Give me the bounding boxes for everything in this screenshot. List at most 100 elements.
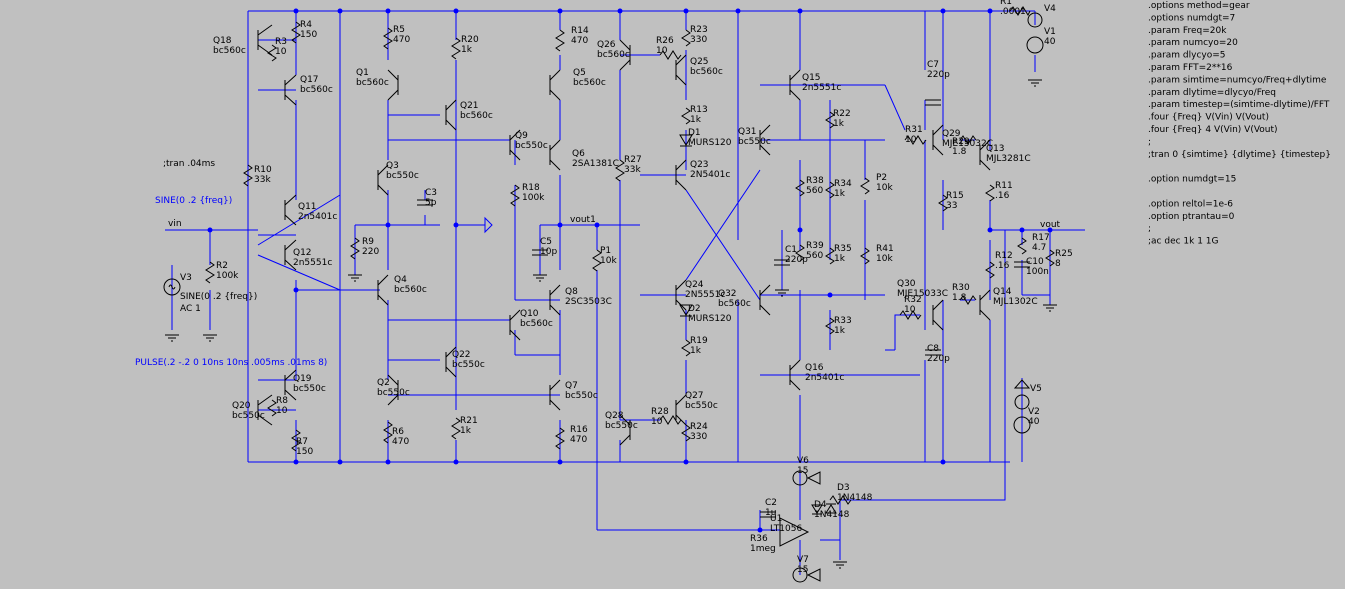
component-name-c5: C5	[540, 237, 552, 247]
component-name-q4: Q4	[394, 275, 407, 285]
component-value-q30: MJE15033C	[897, 289, 948, 299]
component-name-v4: V4	[1044, 4, 1056, 14]
sine-source-label: SINE(0 .2 {freq})	[155, 196, 232, 206]
component-name-r38: R38	[806, 176, 824, 186]
directive-line: .param dlycyo=5	[1148, 51, 1226, 61]
component-value-q2: bc550c	[377, 388, 410, 398]
component-value-q8: 2SC3503C	[565, 297, 612, 307]
component-name-q29: Q29	[942, 129, 961, 139]
component-name-r17: R17	[1032, 233, 1050, 243]
directive-line: ;ac dec 1k 1 1G	[1148, 237, 1219, 247]
component-value-r4: 150	[300, 30, 317, 40]
component-value-r26: 10	[656, 46, 668, 56]
component-name-q2: Q2	[377, 378, 390, 388]
component-value-r8: 10	[276, 406, 288, 416]
component-value-u1: LT1056	[770, 524, 802, 534]
component-name-q23: Q23	[690, 160, 709, 170]
component-name-q14: Q14	[993, 287, 1012, 297]
directive-line: .param numcyo=20	[1148, 38, 1238, 48]
component-value-r3: 10	[275, 47, 287, 57]
component-value-q16: 2n5401c	[805, 373, 844, 383]
spice-directives: .options method=gear.options numdgt=7.pa…	[1148, 1, 1331, 247]
component-value-r41: 10k	[876, 254, 893, 264]
component-value-r22: 1k	[833, 119, 845, 129]
component-value-r39: 560	[806, 251, 823, 261]
component-value-r32: 10	[904, 305, 916, 315]
directive-line: ;	[1148, 224, 1151, 234]
component-value-r36: 1meg	[750, 544, 776, 554]
component-name-d1: D1	[688, 128, 701, 138]
component-name-c1: C1	[785, 245, 797, 255]
component-name-q17: Q17	[300, 75, 319, 85]
component-value-c10: 100n	[1026, 267, 1049, 277]
component-value-q29: MJE15032C	[942, 139, 993, 149]
component-value-q7: bc550c	[565, 391, 598, 401]
component-name-r26: R26	[656, 36, 674, 46]
component-value-c3: 5p	[425, 198, 437, 208]
component-value-r24: 330	[690, 432, 707, 442]
component-name-v7: V7	[797, 555, 809, 565]
component-symbols	[163, 6, 1057, 583]
component-value-r31: 10	[905, 135, 917, 145]
component-name-r11: R11	[995, 181, 1013, 191]
component-value-q11: 2n5401c	[298, 212, 337, 222]
component-name-q18: Q18	[213, 36, 232, 46]
component-value-d1: MURS120	[688, 138, 732, 148]
component-name-q1: Q1	[356, 68, 369, 78]
component-name-r9: R9	[362, 237, 374, 247]
component-name-q12: Q12	[293, 248, 312, 258]
vin-net-label: vin	[168, 219, 182, 229]
component-value-r16: 470	[570, 435, 587, 445]
component-name-v6: V6	[797, 456, 809, 466]
component-value-v2: 40	[1028, 417, 1040, 427]
component-name-p1: P1	[600, 246, 611, 256]
component-value-r29: 1.8	[952, 147, 967, 157]
component-name-r16: R16	[570, 425, 588, 435]
directive-line: .option ptrantau=0	[1148, 212, 1235, 222]
component-name-q31: Q31	[738, 127, 757, 137]
component-value-r6: 470	[392, 437, 409, 447]
component-value-q32: bc560c	[718, 299, 751, 309]
component-value-q26: bc560c	[597, 50, 630, 60]
component-value-q23: 2N5401c	[690, 170, 730, 180]
component-value-r25: 8	[1055, 259, 1061, 269]
wires	[165, 10, 1085, 575]
component-value-q15: 2n5551c	[802, 83, 841, 93]
component-name-q9: Q9	[515, 131, 528, 141]
component-name-c8: C8	[927, 344, 939, 354]
component-name-r5: R5	[393, 25, 405, 35]
component-value-q12: 2n5551c	[293, 258, 332, 268]
component-value-q10: bc560c	[520, 319, 553, 329]
component-name-r35: R35	[834, 244, 852, 254]
component-value-q14: MJL1302C	[993, 297, 1038, 307]
component-name-r29: R29	[952, 137, 970, 147]
component-value-d3: 1N4148	[837, 493, 873, 503]
component-name-r23: R23	[690, 25, 708, 35]
component-value-q24: 2N5551c	[685, 290, 725, 300]
component-value-q18: bc560c	[213, 46, 246, 56]
component-name-d3: D3	[837, 483, 850, 493]
directive-line: .option reltol=1e-6	[1148, 199, 1233, 209]
component-name-r28: R28	[651, 407, 669, 417]
pulse-source-label: PULSE(.2 -.2 0 10ns 10ns .005ms .01ms 8)	[135, 358, 327, 368]
component-name-q32: Q32	[718, 289, 737, 299]
component-value-r27: 33k	[624, 165, 641, 175]
junction-dots	[207, 8, 1053, 533]
component-value-r14: 470	[571, 36, 588, 46]
component-name-r4: R4	[300, 20, 312, 30]
component-value-r1: .0001	[1000, 7, 1026, 17]
component-name-q3: Q3	[386, 161, 399, 171]
component-value-r12: .16	[995, 261, 1010, 271]
component-value-r13: 1k	[690, 115, 702, 125]
component-value-r7: 150	[296, 447, 313, 457]
component-name-q20: Q20	[232, 401, 251, 411]
component-name-u1: U1	[770, 514, 782, 524]
component-value-c2: 1u	[765, 508, 776, 518]
component-name-q26: Q26	[597, 40, 616, 50]
component-value-q1: bc560c	[356, 78, 389, 88]
component-name-c2: C2	[765, 498, 777, 508]
component-value-r17: 4.7	[1032, 243, 1046, 253]
component-name-q5: Q5	[573, 68, 586, 78]
component-name-q15: Q15	[802, 73, 821, 83]
component-name-q8: Q8	[565, 287, 578, 297]
